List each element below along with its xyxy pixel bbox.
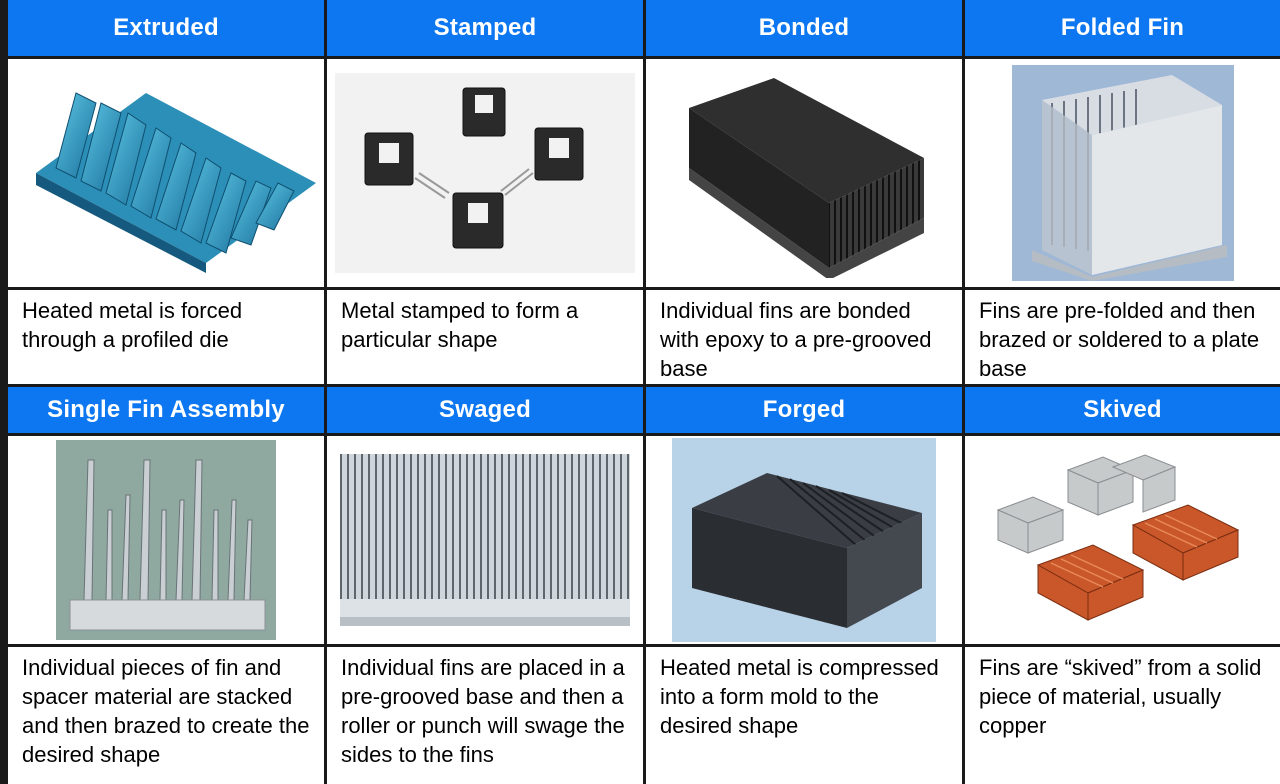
- description-swaged: Individual fins are placed in a pre-groo…: [327, 647, 643, 784]
- forged-heatsink-image: [646, 436, 962, 644]
- header-skived: Skived: [965, 387, 1280, 433]
- description-stamped: Metal stamped to form a particular shape: [327, 290, 643, 384]
- header-folded-fin: Folded Fin: [965, 0, 1280, 56]
- header-forged: Forged: [646, 387, 962, 433]
- description-skived: Fins are “skived” from a solid piece of …: [965, 647, 1280, 784]
- description-forged: Heated metal is compressed into a form m…: [646, 647, 962, 784]
- extruded-heatsink-image: [8, 59, 324, 287]
- description-extruded: Heated metal is forced through a profile…: [8, 290, 324, 384]
- description-folded-fin: Fins are pre-folded and then brazed or s…: [965, 290, 1280, 384]
- description-bonded: Individual fins are bonded with epoxy to…: [646, 290, 962, 384]
- header-single-fin-assembly: Single Fin Assembly: [8, 387, 324, 433]
- folded-fin-heatsink-image: [965, 59, 1280, 287]
- header-swaged: Swaged: [327, 387, 643, 433]
- stamped-heatsink-image: [327, 59, 643, 287]
- single-fin-assembly-heatsink-image: [8, 436, 324, 644]
- heatsink-types-table: Extruded Stamped Bonded Folded Fin: [4, 0, 1280, 784]
- skived-heatsink-image: [965, 436, 1280, 644]
- swaged-heatsink-image: [327, 436, 643, 644]
- header-bonded: Bonded: [646, 0, 962, 56]
- bonded-heatsink-image: [646, 59, 962, 287]
- header-stamped: Stamped: [327, 0, 643, 56]
- header-extruded: Extruded: [8, 0, 324, 56]
- description-single-fin-assembly: Individual pieces of fin and spacer mate…: [8, 647, 324, 784]
